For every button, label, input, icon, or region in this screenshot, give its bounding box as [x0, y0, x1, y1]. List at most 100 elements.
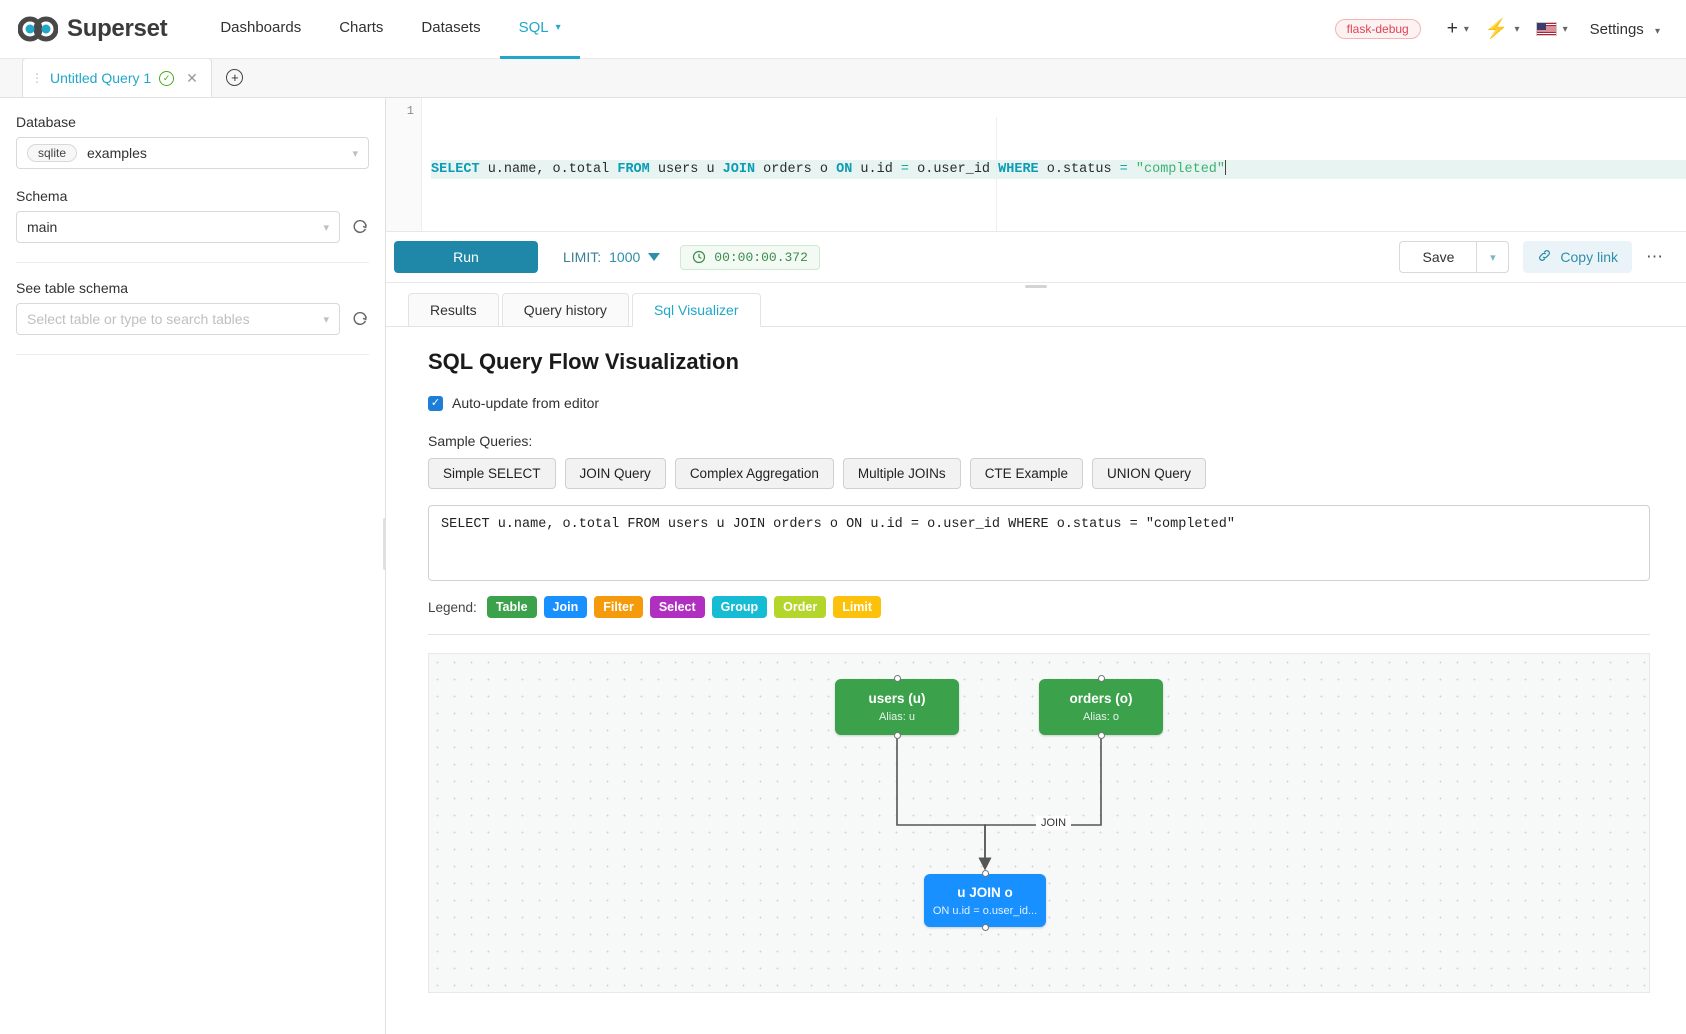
- save-dropdown-button[interactable]: ▾: [1476, 241, 1510, 273]
- drag-handle-icon[interactable]: ⋮: [31, 71, 43, 85]
- tab-sql-visualizer[interactable]: Sql Visualizer: [631, 293, 761, 327]
- auto-update-label: Auto-update from editor: [452, 395, 600, 411]
- bolt-icon: ⚡: [1484, 19, 1509, 40]
- tab-query-history[interactable]: Query history: [501, 293, 629, 326]
- save-button[interactable]: Save: [1399, 241, 1477, 273]
- tab-results[interactable]: Results: [408, 293, 499, 326]
- code-token: JOIN: [722, 162, 756, 177]
- result-tab-bar: Results Query history Sql Visualizer: [386, 283, 1686, 327]
- sample-query-button-cte-example[interactable]: CTE Example: [969, 458, 1083, 489]
- sql-editor[interactable]: 1 SELECT u.name, o.total FROM users u JO…: [386, 98, 1686, 232]
- chevron-down-icon: ▾: [352, 147, 358, 160]
- code-token: o.user_id: [909, 162, 999, 177]
- editor-active-line: SELECT u.name, o.total FROM users u JOIN…: [431, 160, 1686, 179]
- code-token: =: [900, 162, 910, 177]
- ellipsis-icon[interactable]: ⋯: [1646, 247, 1664, 266]
- caret-down-icon: [648, 253, 661, 261]
- nav-link-sql[interactable]: SQL ▾: [499, 0, 580, 59]
- settings-menu[interactable]: Settings ▾: [1576, 21, 1664, 38]
- table-select-placeholder: Select table or type to search tables: [27, 311, 250, 327]
- limit-dropdown[interactable]: LIMIT: 1000: [563, 249, 661, 265]
- code-token: u.id: [852, 162, 901, 177]
- panel-divider-2: [16, 354, 369, 355]
- schema-label: Schema: [16, 188, 68, 204]
- flow-node-orders[interactable]: orders (o)Alias: o: [1039, 675, 1163, 740]
- editor-gutter: 1: [386, 98, 422, 231]
- plus-circle-icon: +: [226, 69, 244, 86]
- us-flag-icon: [1535, 22, 1557, 36]
- link-icon: [1537, 248, 1552, 266]
- query-tab-bar: ⋮ Untitled Query 1 ✓ ✕ +: [0, 58, 1686, 98]
- refresh-icon[interactable]: [351, 310, 369, 328]
- legend-chip-select: Select: [649, 596, 705, 619]
- sample-query-button-join-query[interactable]: JOIN Query: [564, 458, 666, 489]
- tab-query-history-label: Query history: [523, 302, 607, 318]
- schema-row: main ▾: [16, 211, 369, 243]
- save-button-group: Save ▾: [1399, 241, 1510, 273]
- node-port-top[interactable]: [981, 870, 989, 878]
- nav-link-dashboards[interactable]: Dashboards: [201, 0, 320, 59]
- top-navbar: Superset Dashboards Charts Datasets SQL …: [0, 0, 1686, 59]
- code-token: SELECT: [431, 162, 480, 177]
- tab-results-label: Results: [430, 302, 477, 318]
- left-panel: Database sqlite examples ▾ Schema main ▾…: [0, 98, 388, 1034]
- language-button[interactable]: ▾: [1528, 22, 1576, 36]
- copy-link-button[interactable]: Copy link: [1523, 241, 1632, 273]
- query-tab-label: Untitled Query 1: [50, 70, 152, 86]
- schema-value: main: [27, 219, 58, 235]
- nav-link-charts[interactable]: Charts: [320, 0, 402, 59]
- flow-node-title: orders (o): [1069, 691, 1133, 707]
- query-timer: 00:00:00.372: [680, 244, 820, 270]
- toolbar-right-group: Save ▾ Copy link ⋯: [1399, 241, 1664, 273]
- new-item-button[interactable]: + ▾: [1439, 18, 1477, 40]
- editor-print-margin: [996, 117, 997, 231]
- settings-label: Settings: [1589, 20, 1644, 38]
- nav-link-datasets-label: Datasets: [421, 19, 481, 36]
- panel-resize-handle[interactable]: [383, 518, 388, 570]
- code-token: u.name, o.total: [479, 162, 618, 177]
- editor-code-area[interactable]: SELECT u.name, o.total FROM users u JOIN…: [422, 98, 1686, 231]
- run-button[interactable]: Run: [394, 241, 538, 273]
- database-select[interactable]: sqlite examples ▾: [16, 137, 369, 169]
- bolt-menu-button[interactable]: ⚡ ▾: [1477, 17, 1528, 41]
- flow-node-users[interactable]: users (u)Alias: u: [835, 675, 959, 740]
- node-port-bottom[interactable]: [1097, 732, 1105, 740]
- chevron-down-icon: ▾: [323, 313, 329, 326]
- query-input[interactable]: [428, 505, 1650, 581]
- flask-debug-badge: flask-debug: [1334, 19, 1421, 39]
- chevron-down-icon: ▾: [1514, 23, 1520, 35]
- see-table-schema-label: See table schema: [16, 280, 129, 296]
- brand-name: Superset: [67, 15, 168, 42]
- refresh-icon[interactable]: [351, 218, 369, 236]
- schema-select[interactable]: main ▾: [16, 211, 340, 243]
- code-token: users u: [649, 162, 723, 177]
- nav-link-sql-label: SQL: [518, 19, 549, 36]
- close-icon[interactable]: ✕: [186, 69, 198, 86]
- vertical-splitter-handle[interactable]: [1025, 285, 1047, 288]
- chevron-down-icon: ▾: [1463, 23, 1469, 35]
- sample-query-button-complex-aggregation[interactable]: Complex Aggregation: [674, 458, 834, 489]
- node-port-top[interactable]: [1097, 675, 1105, 683]
- chevron-down-icon: ▾: [1654, 25, 1660, 37]
- flow-canvas[interactable]: users (u)Alias: u orders (o)Alias: o u JOI…: [428, 653, 1650, 994]
- node-port-top[interactable]: [893, 675, 901, 683]
- auto-update-checkbox[interactable]: ✓: [428, 395, 443, 411]
- table-select[interactable]: Select table or type to search tables ▾: [16, 303, 340, 335]
- nav-link-datasets[interactable]: Datasets: [402, 0, 499, 59]
- sample-query-button-union-query[interactable]: UNION Query: [1091, 458, 1206, 489]
- node-port-bottom[interactable]: [893, 732, 901, 740]
- flow-edge: [978, 735, 1102, 871]
- query-tab-untitled-query-1[interactable]: ⋮ Untitled Query 1 ✓ ✕: [22, 58, 212, 97]
- legend-chip-order: Order: [774, 596, 827, 619]
- sample-query-button-simple-select[interactable]: Simple SELECT: [428, 458, 556, 489]
- sample-query-button-multiple-joins[interactable]: Multiple JOINs: [842, 458, 961, 489]
- node-port-bottom[interactable]: [981, 924, 989, 932]
- flow-node-title: users (u): [868, 691, 926, 707]
- add-query-tab-button[interactable]: +: [212, 58, 258, 97]
- table-row: Select table or type to search tables ▾: [16, 303, 369, 335]
- nav-link-dashboards-label: Dashboards: [220, 19, 302, 36]
- sample-query-buttons: Simple SELECT JOIN Query Complex Aggregati…: [428, 458, 1664, 489]
- limit-value: 1000: [609, 249, 641, 265]
- brand-logo-group[interactable]: Superset: [18, 15, 168, 43]
